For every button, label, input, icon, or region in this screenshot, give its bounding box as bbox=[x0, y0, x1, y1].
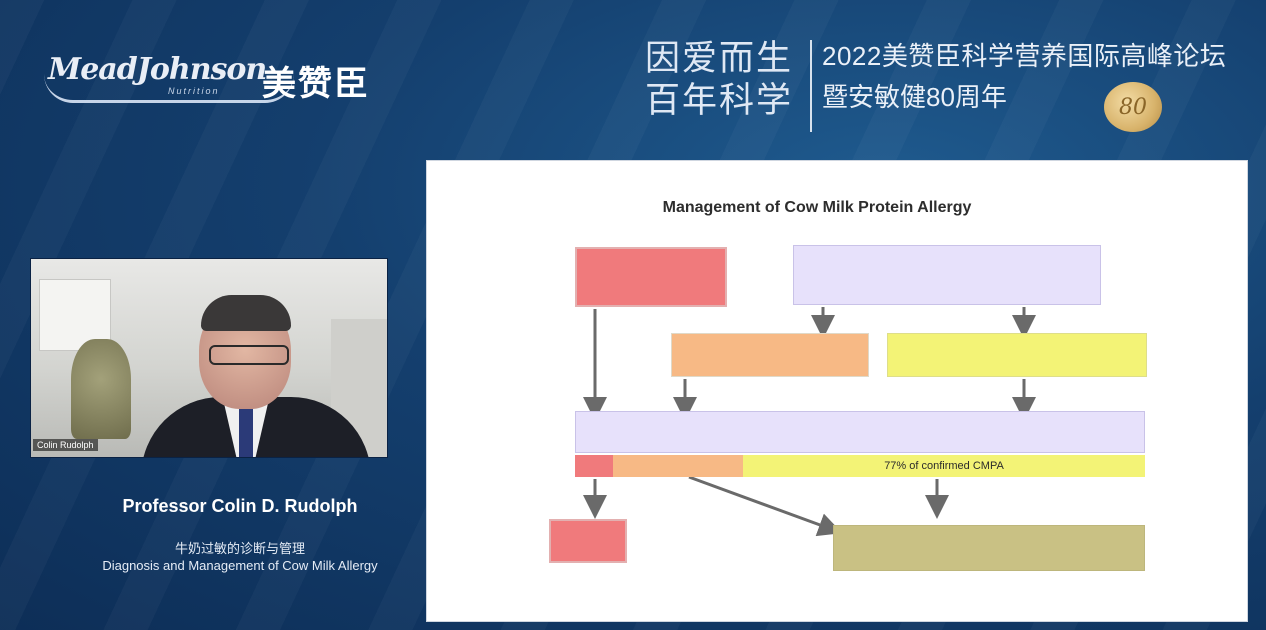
flow-box-mid-left bbox=[671, 333, 869, 377]
forum-title-line-1: 2022美赞臣科学营养国际高峰论坛 bbox=[822, 41, 1227, 71]
logo-brand-en: MeadJohnson bbox=[48, 52, 267, 87]
talk-title-cn: 牛奶过敏的诊断与管理 bbox=[174, 541, 305, 556]
talk-title-en: Diagnosis and Management of Cow Milk All… bbox=[102, 558, 378, 573]
flow-box-bottom-right bbox=[833, 525, 1145, 571]
flow-segment-pink bbox=[575, 455, 613, 477]
speaker-glasses bbox=[209, 345, 289, 365]
forum-title-line-2: 暨安敏健80周年 bbox=[822, 82, 1007, 112]
logo-swoosh bbox=[44, 74, 294, 103]
header-divider bbox=[810, 40, 812, 132]
speaker-hair bbox=[201, 295, 291, 331]
presentation-slide: Management of Cow Milk Protein Allergy 7… bbox=[426, 160, 1248, 622]
slogan-line-1: 因爱而生 bbox=[645, 39, 794, 78]
logo-brand-cn: 美赞臣 bbox=[262, 65, 370, 103]
slogan-line-2: 百年科学 bbox=[645, 81, 794, 120]
flow-segment-yellow: 77% of confirmed CMPA bbox=[743, 455, 1145, 477]
speaker-video-feed[interactable]: Colin Rudolph bbox=[30, 258, 388, 458]
flow-box-bottom-left bbox=[549, 519, 627, 563]
mead-johnson-logo: MeadJohnson Nutrition 美赞臣 bbox=[44, 48, 388, 108]
video-name-tag: Colin Rudolph bbox=[33, 439, 98, 451]
event-slogan: 因爱而生 百年科学 bbox=[645, 38, 805, 138]
logo-brand-sub: Nutrition bbox=[168, 86, 220, 96]
flow-segment-orange bbox=[613, 455, 743, 477]
anniversary-80-badge: 80 bbox=[1104, 82, 1162, 132]
video-bg-plant bbox=[71, 339, 131, 439]
flow-box-confirmed bbox=[575, 411, 1145, 453]
flow-box-top-left bbox=[575, 247, 727, 307]
flow-box-top-right bbox=[793, 245, 1101, 305]
flow-box-mid-right bbox=[887, 333, 1147, 377]
speaker-tie bbox=[239, 409, 253, 457]
presenter-name: Professor Colin D. Rudolph bbox=[122, 496, 358, 516]
forum-title: 2022美赞臣科学营养国际高峰论坛 暨安敏健80周年 bbox=[822, 36, 1242, 114]
slide-title: Management of Cow Milk Protein Allergy bbox=[662, 199, 972, 216]
